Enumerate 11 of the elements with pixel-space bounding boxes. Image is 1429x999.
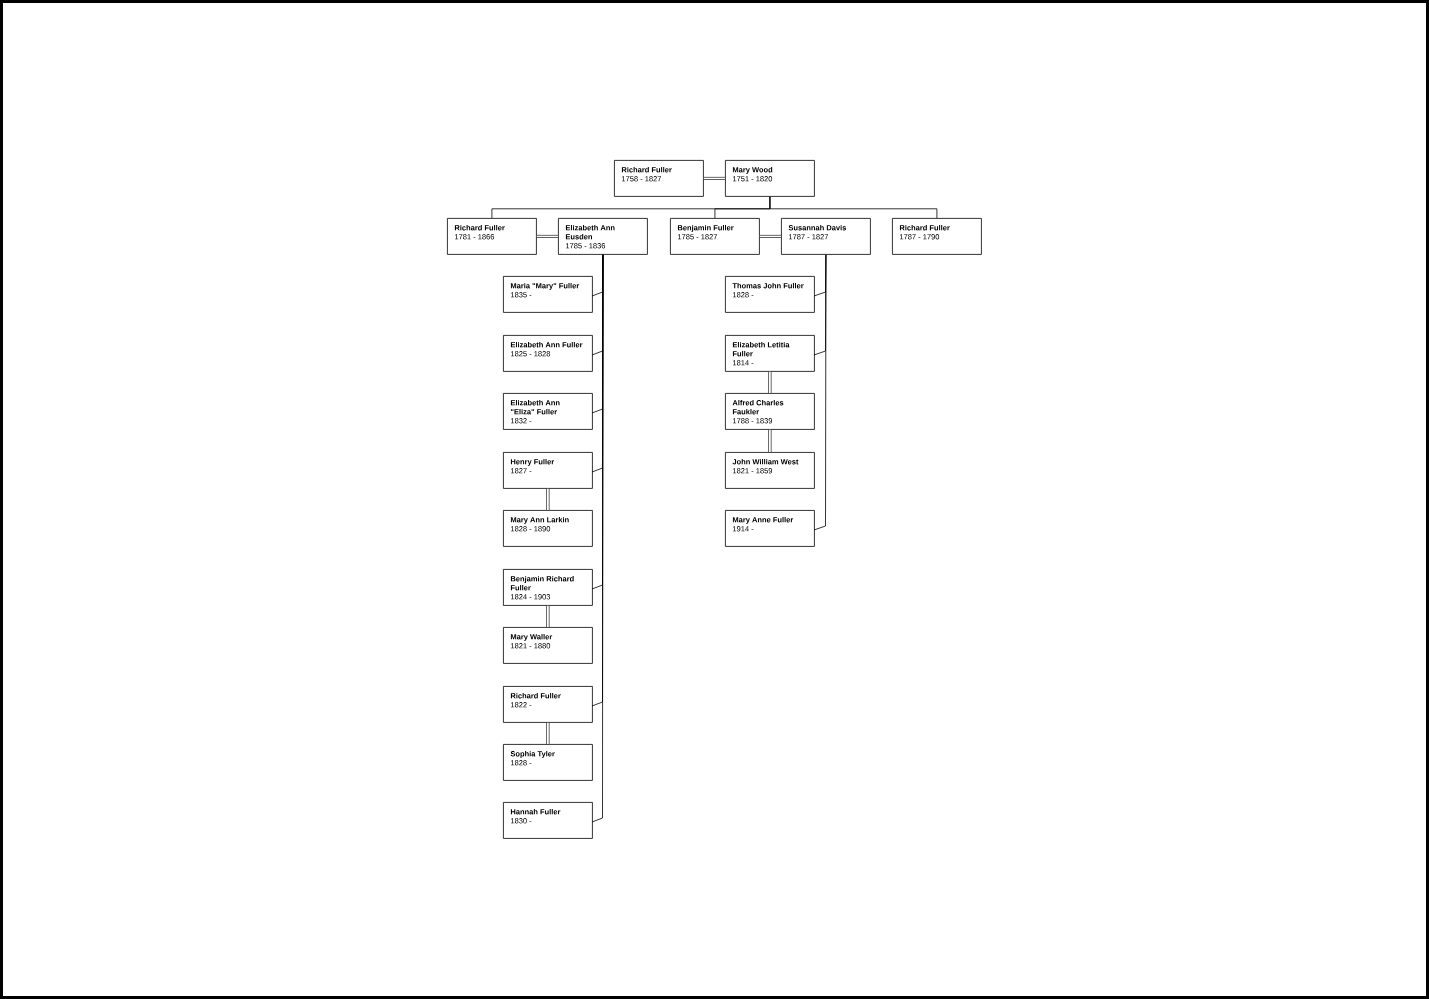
- double-line: [768, 428, 772, 453]
- connector-line: [813, 254, 827, 531]
- connector-line: [591, 254, 604, 823]
- double-line: [535, 234, 559, 238]
- double-line: [758, 234, 782, 238]
- double-line: [546, 721, 550, 745]
- connector-line: [769, 196, 938, 219]
- double-line: [546, 604, 550, 628]
- double-line: [702, 176, 726, 180]
- double-line: [768, 370, 772, 394]
- double-line: [546, 487, 550, 511]
